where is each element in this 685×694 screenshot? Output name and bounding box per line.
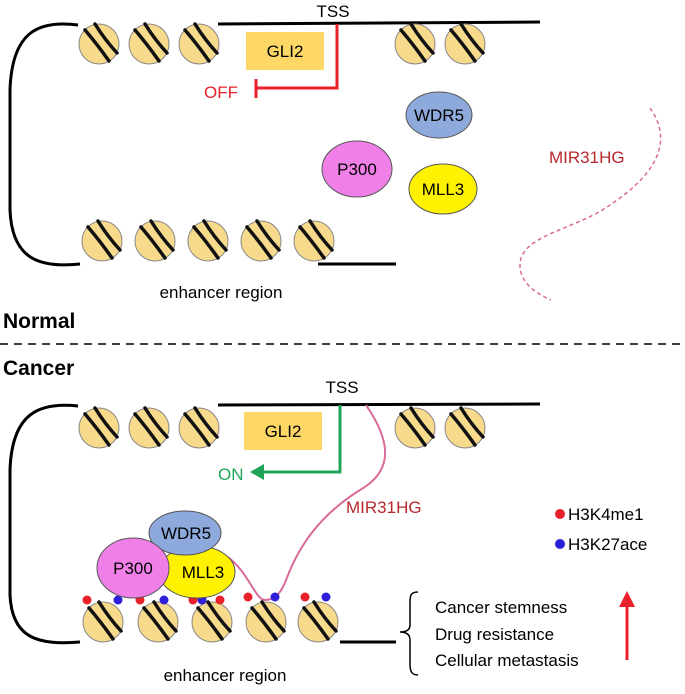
normal-off-arrow — [256, 24, 339, 90]
h3k4me1-mark — [82, 595, 92, 605]
normal-tss-label: TSS — [316, 2, 349, 21]
cancer-wdr5-label: WDR5 — [161, 524, 211, 543]
normal-off-label: OFF — [204, 83, 238, 102]
normal-dna-top-right — [217, 20, 541, 26]
normal-mir31hg-label: MIR31HG — [549, 148, 625, 167]
nucleosome-icon — [77, 406, 121, 450]
cancer-gli2-label: GLI2 — [265, 422, 302, 441]
outcome-item: Drug resistance — [435, 625, 554, 644]
h3k4me1-mark — [243, 592, 253, 602]
cancer-p300 — [96, 537, 170, 599]
nucleosome-icon — [127, 406, 171, 450]
nucleosome-icon — [239, 219, 283, 263]
cancer-on-arrowhead — [250, 464, 264, 480]
cancer-wdr5 — [148, 510, 222, 556]
cancer-tss-label: TSS — [325, 378, 358, 397]
nucleosome-icon — [292, 219, 336, 263]
cancer-on-label: ON — [218, 465, 244, 484]
h3k4me1-legend-dot — [555, 509, 565, 519]
cancer-on-arrow — [262, 405, 342, 474]
h3k27ace-legend-dot — [555, 539, 565, 549]
nucleosome-icon — [186, 219, 230, 263]
normal-wdr5 — [405, 91, 473, 139]
cancer-dna-top-right — [217, 402, 541, 407]
nucleosome-icon — [127, 22, 171, 66]
normal-gli2-label: GLI2 — [267, 42, 304, 61]
increase-arrowhead — [619, 591, 635, 607]
normal-p300-label: P300 — [337, 160, 377, 179]
h3k4me1-mark — [300, 592, 310, 602]
h3k27ace-mark — [113, 595, 123, 605]
nucleosome-icon — [80, 219, 124, 263]
cancer-panel: Cancer GLI2 TSS ON MIR31HG — [3, 357, 647, 685]
nucleosome-icon — [393, 406, 437, 450]
nucleosome-icon — [443, 406, 487, 450]
cancer-gli2-box — [244, 412, 322, 450]
h3k27ace-mark — [270, 592, 280, 602]
cancer-mir31hg-label: MIR31HG — [346, 498, 422, 517]
normal-wdr5-label: WDR5 — [414, 106, 464, 125]
normal-enhancer-label: enhancer region — [160, 283, 283, 302]
h3k27ace-mark — [159, 595, 169, 605]
normal-section-label: Normal — [3, 310, 75, 333]
nucleosome-icon — [296, 600, 340, 644]
normal-dna-strand — [8, 22, 81, 267]
h3k27ace-mark — [321, 592, 331, 602]
nucleosome-icon — [443, 22, 487, 66]
normal-mll3-label: MLL3 — [422, 180, 465, 199]
cancer-mir31hg-strand — [225, 404, 386, 602]
outcome-bracket — [399, 591, 419, 676]
normal-panel: GLI2 TSS OFF WDR5 P300 MLL3 MIR31HG enha… — [3, 2, 662, 333]
normal-p300 — [321, 140, 393, 198]
h3k4me1-mark — [215, 595, 225, 605]
normal-mir31hg-strand — [519, 107, 662, 301]
cancer-p300-label: P300 — [113, 559, 153, 578]
nucleosome-icon — [393, 22, 437, 66]
outcome-item: Cancer stemness — [435, 598, 567, 617]
nucleosome-icon — [177, 22, 221, 66]
normal-gli2-box — [246, 32, 324, 70]
nucleosome-icon — [136, 600, 180, 644]
nucleosome-icon — [77, 22, 121, 66]
nucleosome-icon — [177, 406, 221, 450]
legend: H3K4me1 H3K27ace — [555, 505, 647, 554]
nucleosome-icon — [133, 219, 177, 263]
h3k27ace-legend-label: H3K27ace — [568, 535, 647, 554]
normal-mll3 — [408, 163, 478, 215]
outcome-item: Cellular metastasis — [435, 651, 579, 670]
nucleosome-icon — [81, 600, 125, 644]
cancer-mll3-label: MLL3 — [182, 563, 225, 582]
cancer-section-label: Cancer — [3, 357, 74, 380]
h3k4me1-legend-label: H3K4me1 — [568, 505, 644, 524]
nucleosome-icon — [190, 600, 234, 644]
nucleosome-icon — [244, 600, 288, 644]
cancer-enhancer-label: enhancer region — [164, 666, 287, 685]
cancer-dna-strand — [8, 403, 81, 645]
